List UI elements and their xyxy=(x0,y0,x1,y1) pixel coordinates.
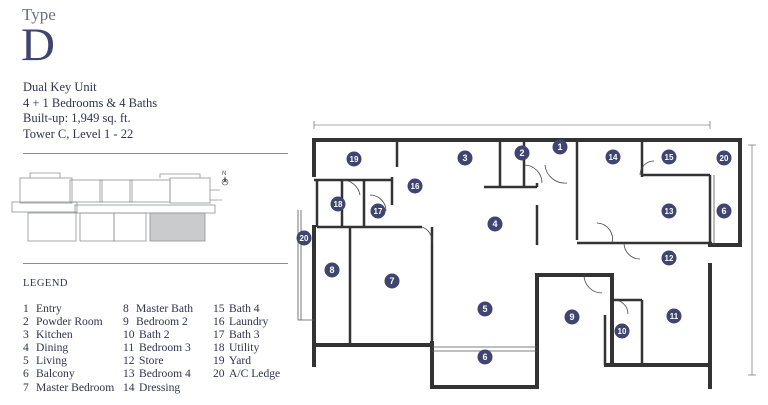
outer-walls xyxy=(312,138,742,389)
room-marker-label: 9 xyxy=(569,312,574,322)
room-marker-label: 12 xyxy=(665,254,674,263)
room-marker-16 xyxy=(407,178,423,194)
room-marker-label: 5 xyxy=(482,304,487,314)
room-marker-2 xyxy=(514,145,530,161)
type-label: Type xyxy=(22,5,56,24)
divider-top xyxy=(23,153,288,154)
north-label: N xyxy=(222,171,226,177)
key-plan-highlight-unit xyxy=(149,212,206,242)
room-marker-label: 1 xyxy=(557,142,562,152)
room-marker-4 xyxy=(487,216,503,232)
room-marker-label: 3 xyxy=(462,153,467,163)
unit-kind: Dual Key Unit xyxy=(23,80,97,94)
room-marker-label: 16 xyxy=(411,182,420,191)
room-marker-20 xyxy=(296,230,312,246)
room-marker-label: 6 xyxy=(482,352,487,362)
room-marker-8 xyxy=(324,262,340,278)
divider-bottom xyxy=(23,263,288,264)
room-marker-14 xyxy=(605,149,621,165)
room-marker-10 xyxy=(614,323,630,339)
room-marker-17 xyxy=(370,203,386,219)
room-marker-label: 8 xyxy=(329,265,334,275)
room-marker-5 xyxy=(477,301,493,317)
tower-level: Tower C, Level 1 - 22 xyxy=(23,126,134,141)
room-marker-label: 11 xyxy=(670,312,679,321)
room-marker-19 xyxy=(346,151,362,167)
room-marker-9 xyxy=(564,309,580,325)
room-marker-label: 6 xyxy=(721,206,726,216)
key-plan-drawing: N xyxy=(11,171,229,242)
interior-walls xyxy=(314,142,712,365)
room-marker-label: 17 xyxy=(374,207,383,216)
room-marker-15 xyxy=(661,149,677,165)
door-swings xyxy=(341,160,655,315)
legend-title: LEGEND xyxy=(23,278,68,289)
room-marker-6 xyxy=(477,349,493,365)
room-marker-label: 4 xyxy=(492,219,497,229)
room-marker-6 xyxy=(716,203,732,219)
balcony-railings xyxy=(297,175,715,352)
room-marker-label: 20 xyxy=(300,234,309,243)
room-marker-1 xyxy=(552,139,568,155)
built-up-area: Built-up: 1,949 sq. ft. xyxy=(23,111,131,125)
room-marker-18 xyxy=(330,196,346,212)
room-marker-label: 2 xyxy=(519,148,524,158)
room-marker-label: 10 xyxy=(618,327,627,336)
room-marker-label: 19 xyxy=(350,155,359,164)
room-marker-3 xyxy=(457,150,473,166)
unit-specs: Dual Key Unit 4 + 1 Bedrooms & 4 Baths B… xyxy=(23,80,157,142)
dimension-lines xyxy=(313,121,756,376)
room-marker-label: 20 xyxy=(720,154,729,163)
room-marker-11 xyxy=(666,308,682,324)
key-plan: N xyxy=(10,165,260,250)
room-marker-label: 14 xyxy=(609,153,618,162)
unit-letter: D xyxy=(21,19,55,71)
room-marker-label: 18 xyxy=(334,200,343,209)
north-arrow-icon xyxy=(221,176,229,186)
room-marker-label: 13 xyxy=(665,207,674,216)
room-marker-label: 7 xyxy=(389,276,394,286)
room-marker-label: 15 xyxy=(665,153,674,162)
room-marker-20 xyxy=(716,150,732,166)
bedrooms-baths: 4 + 1 Bedrooms & 4 Baths xyxy=(23,95,158,110)
room-marker-12 xyxy=(661,250,677,266)
room-marker-13 xyxy=(661,203,677,219)
room-marker-7 xyxy=(384,273,400,289)
